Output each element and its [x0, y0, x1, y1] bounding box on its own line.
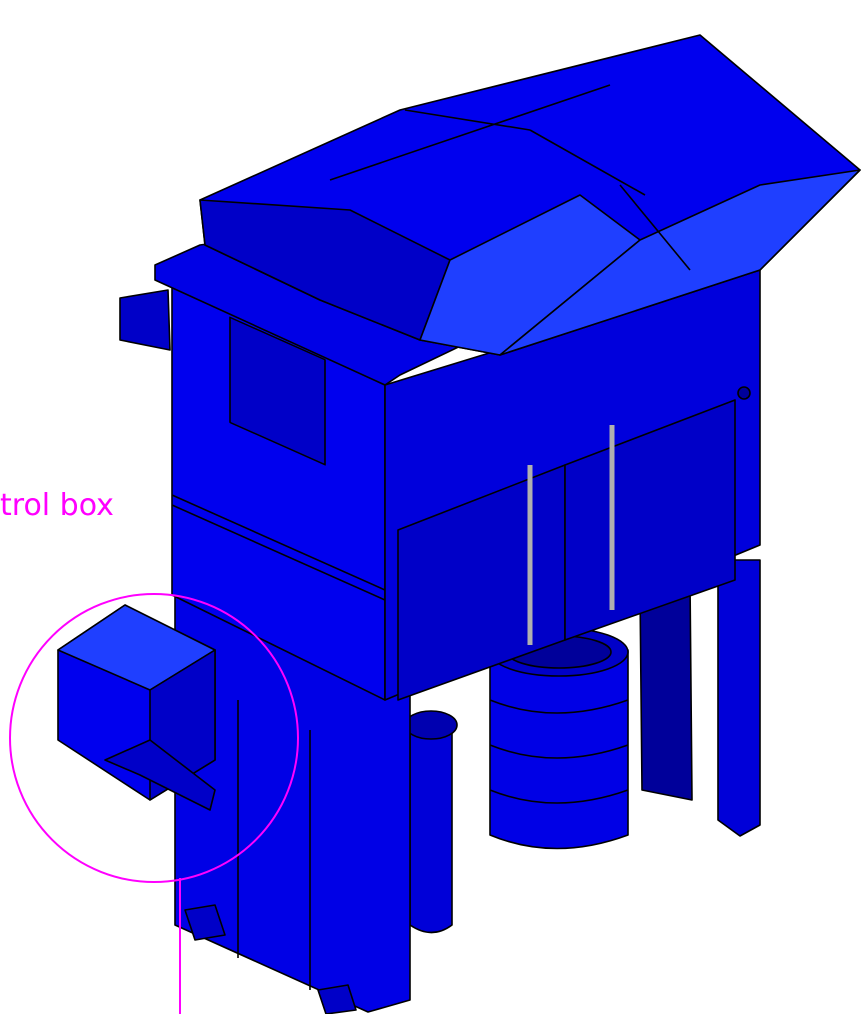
- cabinet-left-face: [171, 284, 386, 701]
- feet: [184, 904, 357, 1014]
- control-box: [57, 604, 216, 811]
- hood: [199, 34, 861, 356]
- callout-label: trol box: [0, 488, 114, 523]
- callout-circle: [9, 593, 299, 883]
- barrels: [404, 627, 629, 934]
- callout: [9, 593, 299, 1014]
- right-legs: [639, 559, 761, 837]
- cabinet-right-face: [384, 269, 761, 701]
